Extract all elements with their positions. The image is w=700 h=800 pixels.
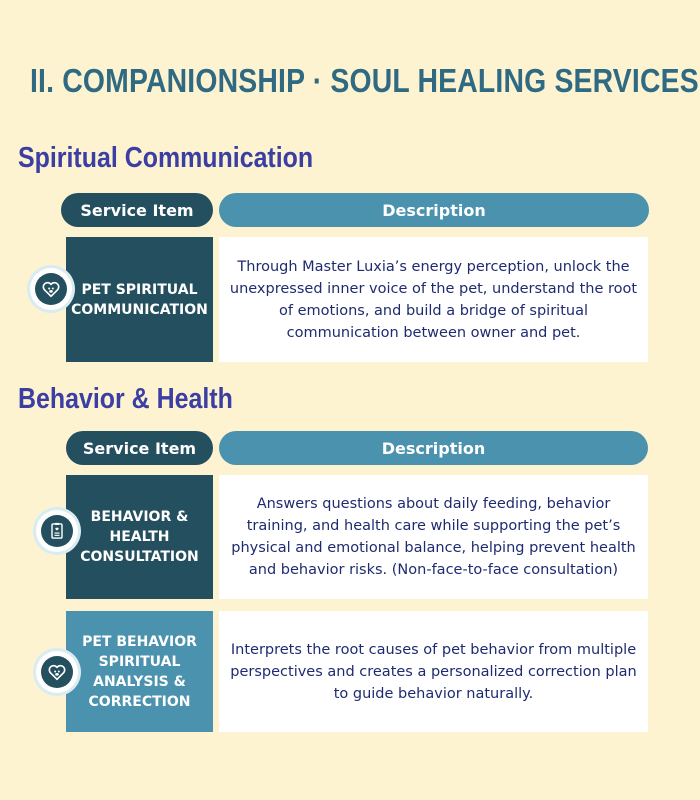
service-item-behavior-health-consultation: BEHAVIOR & HEALTH CONSULTATION: [66, 475, 213, 599]
page-title: II. COMPANIONSHIP · SOUL HEALING SERVICE…: [30, 62, 699, 99]
column-header-description: Description: [219, 193, 649, 227]
column-header-description: Description: [219, 431, 648, 465]
service-description: Interprets the root causes of pet behavi…: [219, 611, 648, 732]
column-header-service-item: Service Item: [61, 193, 213, 227]
heart-paw-icon: [30, 268, 72, 310]
column-header-service-item: Service Item: [66, 431, 213, 465]
section-title-behavior-health: Behavior & Health: [18, 383, 233, 415]
consultation-document-icon: [36, 510, 78, 552]
service-item-pet-behavior-spiritual-analysis: PET BEHAVIOR SPIRITUAL ANALYSIS & CORREC…: [66, 611, 213, 732]
service-description: Through Master Luxia’s energy perception…: [219, 237, 648, 362]
section-title-spiritual-communication: Spiritual Communication: [18, 142, 314, 174]
heart-paw-icon: [36, 651, 78, 693]
service-description: Answers questions about daily feeding, b…: [219, 475, 648, 599]
service-item-pet-spiritual-communication: PET SPIRITUAL COMMUNICATION: [66, 237, 213, 362]
